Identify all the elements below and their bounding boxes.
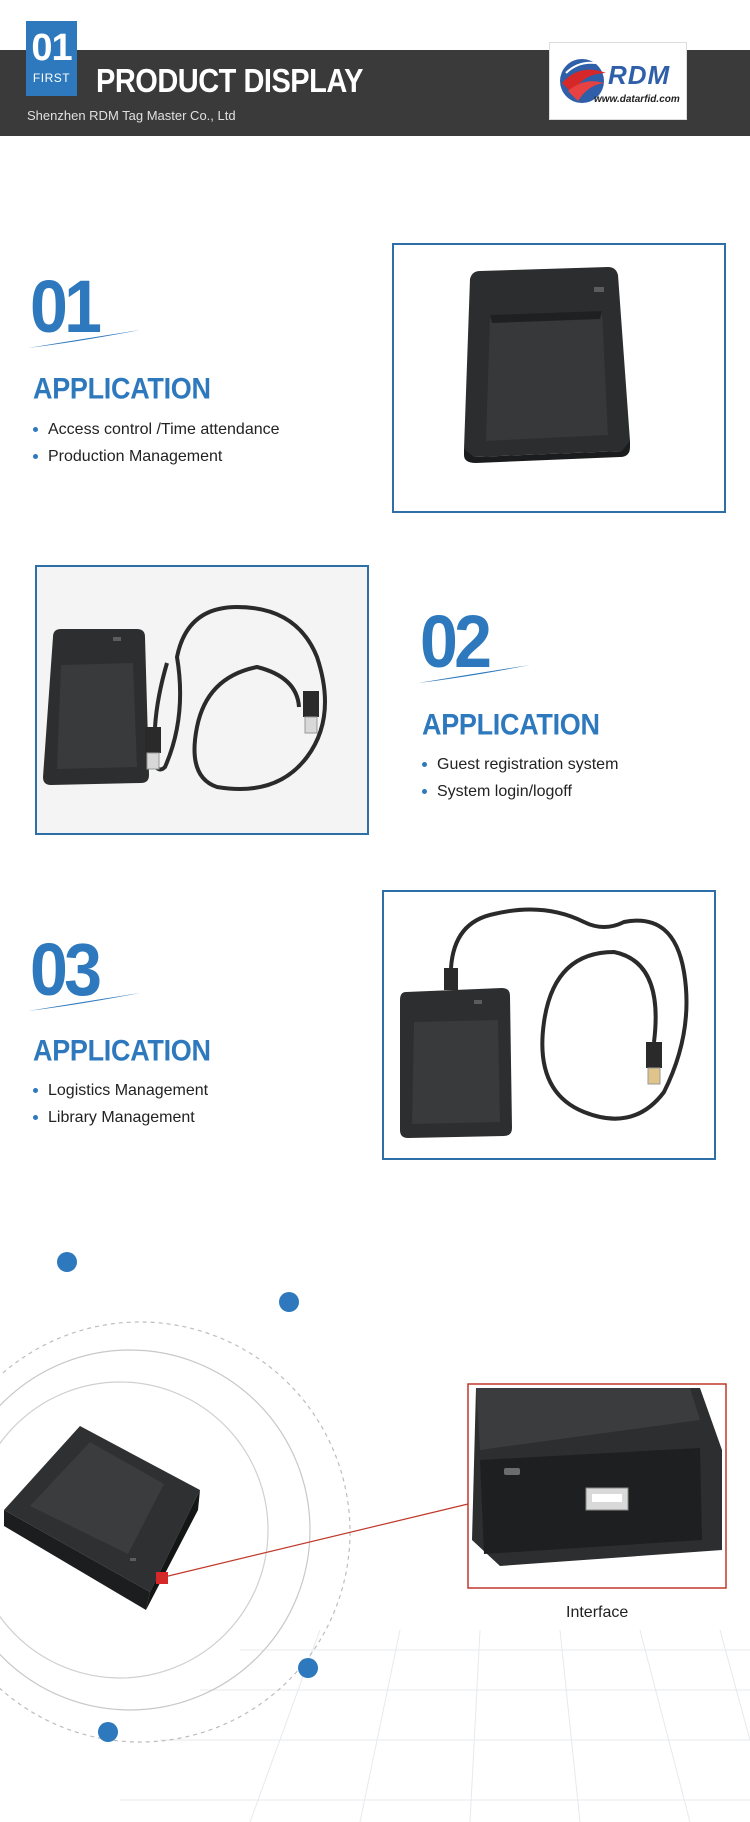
card-reader-front-image <box>394 245 724 511</box>
floor-grid-decoration <box>120 1629 750 1822</box>
application-list-03: Logistics Management Library Management <box>32 1077 208 1131</box>
company-logo: RDM www.datarfid.com <box>549 42 687 120</box>
list-item: System login/logoff <box>421 778 618 805</box>
section-number-badge: 01 FIRST <box>26 21 77 96</box>
badge-label: FIRST <box>32 71 71 85</box>
list-item: Production Management <box>32 443 280 470</box>
dot-marker <box>298 1658 318 1678</box>
page-title: PRODUCT DISPLAY <box>96 63 363 100</box>
application-number-02: 02 <box>418 605 530 683</box>
product-photo-01 <box>392 243 726 513</box>
company-name: Shenzhen RDM Tag Master Co., Ltd <box>27 108 236 123</box>
product-photo-02 <box>35 565 369 835</box>
card-reader-with-usb-cable-image <box>384 892 714 1158</box>
dot-marker <box>57 1252 77 1272</box>
logo-text: RDM <box>608 60 671 90</box>
dot-marker <box>98 1722 118 1742</box>
card-reader-angled-image <box>4 1426 200 1610</box>
interface-diagram <box>0 1252 750 1822</box>
application-number-01: 01 <box>28 270 140 348</box>
application-list-01: Access control /Time attendance Producti… <box>32 416 280 470</box>
application-list-02: Guest registration system System login/l… <box>421 751 618 805</box>
application-title-01: APPLICATION <box>33 372 211 405</box>
logo-swirl-icon <box>560 59 606 103</box>
list-item: Library Management <box>32 1104 208 1131</box>
badge-number: 01 <box>31 27 72 69</box>
swoosh-decoration <box>28 993 140 1011</box>
application-title-03: APPLICATION <box>33 1034 211 1067</box>
list-item: Guest registration system <box>421 751 618 778</box>
product-photo-03 <box>382 890 716 1160</box>
logo-url: www.datarfid.com <box>594 94 680 105</box>
application-title-02: APPLICATION <box>422 708 600 741</box>
list-item: Access control /Time attendance <box>32 416 280 443</box>
interface-label: Interface <box>566 1604 629 1621</box>
application-number-03: 03 <box>28 933 140 1011</box>
swoosh-decoration <box>418 665 530 683</box>
interface-zoom-image <box>467 1383 727 1589</box>
list-item: Logistics Management <box>32 1077 208 1104</box>
callout-line <box>159 1503 469 1579</box>
swoosh-decoration <box>28 330 140 348</box>
dot-marker <box>279 1292 299 1312</box>
card-reader-with-cable-image <box>37 567 367 833</box>
